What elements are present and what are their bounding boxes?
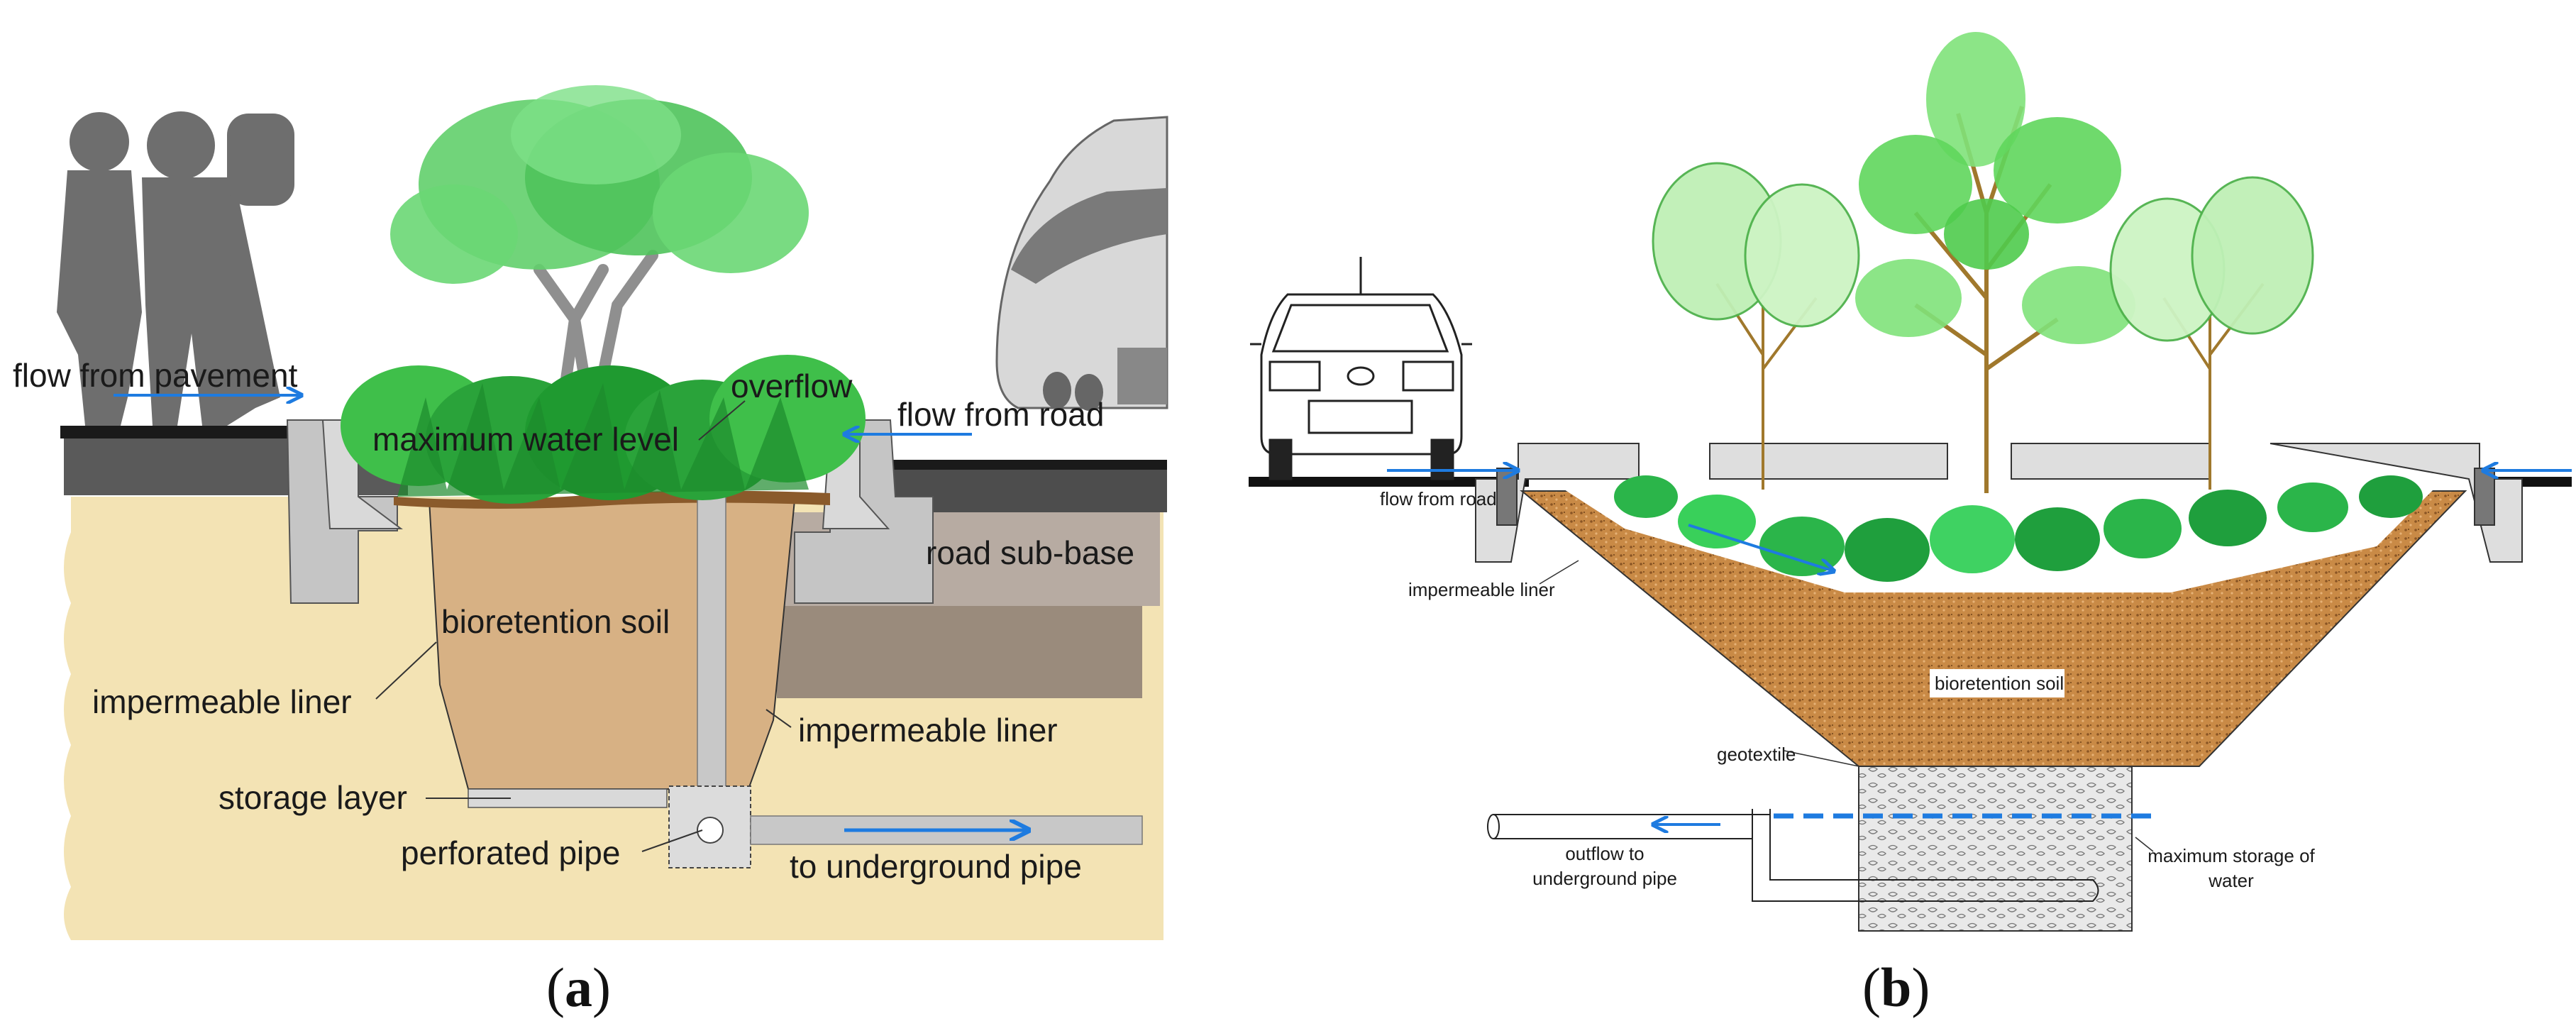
label-max-storage-line1: maximum storage of — [2147, 845, 2315, 866]
label-to-underground-pipe: to underground pipe — [790, 848, 1082, 885]
curb-post-left-b — [1496, 468, 1518, 526]
leaders-b — [1539, 560, 2154, 852]
label-maximum-water-level: maximum water level — [372, 421, 679, 458]
label-geotextile: geotextile — [1717, 744, 1796, 765]
label-impermeable-liner-b: impermeable liner — [1408, 579, 1555, 600]
outflow-pipe-b — [1493, 814, 1770, 839]
shrubs-b — [1614, 475, 2423, 582]
gravel-storage-b — [1858, 766, 2133, 932]
label-outflow-line1: outflow to — [1565, 843, 1644, 864]
tree-left-b — [1652, 162, 1860, 490]
label-flow-from-road-a: flow from road — [897, 396, 1104, 433]
tree-a — [390, 85, 809, 431]
bioretention-soil-a — [428, 500, 796, 790]
road-line-left-b — [1249, 477, 1529, 487]
label-flow-from-road-b: flow from road — [1380, 488, 1497, 509]
underdrain-pipe-b — [1752, 809, 2099, 902]
curbs-b — [1475, 443, 2523, 563]
label-impermeable-liner-left: impermeable liner — [92, 683, 352, 720]
overflow-riser — [697, 460, 726, 795]
soil-label-bg-b — [1930, 669, 2064, 697]
surface-flow-arrow-b — [1688, 524, 1834, 571]
label-bioretention-soil-b: bioretention soil — [1935, 673, 2064, 694]
outflow-pipe-end — [1487, 814, 1500, 839]
perforated-pipe-section — [697, 817, 724, 844]
label-storage-layer: storage layer — [219, 779, 407, 816]
curb-post-right-b — [2474, 468, 2495, 526]
caption-b: (b) — [1862, 956, 1930, 1018]
left-curb — [286, 419, 403, 604]
car-a — [995, 116, 1168, 411]
label-outflow-line2: underground pipe — [1532, 868, 1677, 889]
leaders-a — [375, 400, 792, 852]
tree-center-b — [1855, 32, 2135, 493]
label-bioretention-soil-a: bioretention soil — [441, 603, 670, 640]
road-gravel-layer — [777, 606, 1142, 698]
panel-a: flow from pavement overflow flow from ro… — [13, 85, 1168, 1018]
panel-b: flow from road impermeable liner biorete… — [1249, 32, 2572, 1018]
shrubs-a — [341, 355, 866, 504]
label-flow-from-pavement: flow from pavement — [13, 357, 298, 394]
label-impermeable-liner-right: impermeable liner — [798, 712, 1058, 749]
label-perforated-pipe: perforated pipe — [401, 834, 620, 871]
pedestrians-silhouette — [57, 111, 294, 426]
road-surface — [883, 460, 1167, 470]
label-max-storage-line2: water — [2208, 870, 2254, 891]
label-overflow: overflow — [731, 368, 853, 404]
caption-a: (a) — [546, 956, 611, 1018]
car-b — [1250, 257, 1472, 480]
tree-right-b — [2109, 176, 2314, 490]
label-road-sub-base: road sub-base — [926, 534, 1134, 571]
